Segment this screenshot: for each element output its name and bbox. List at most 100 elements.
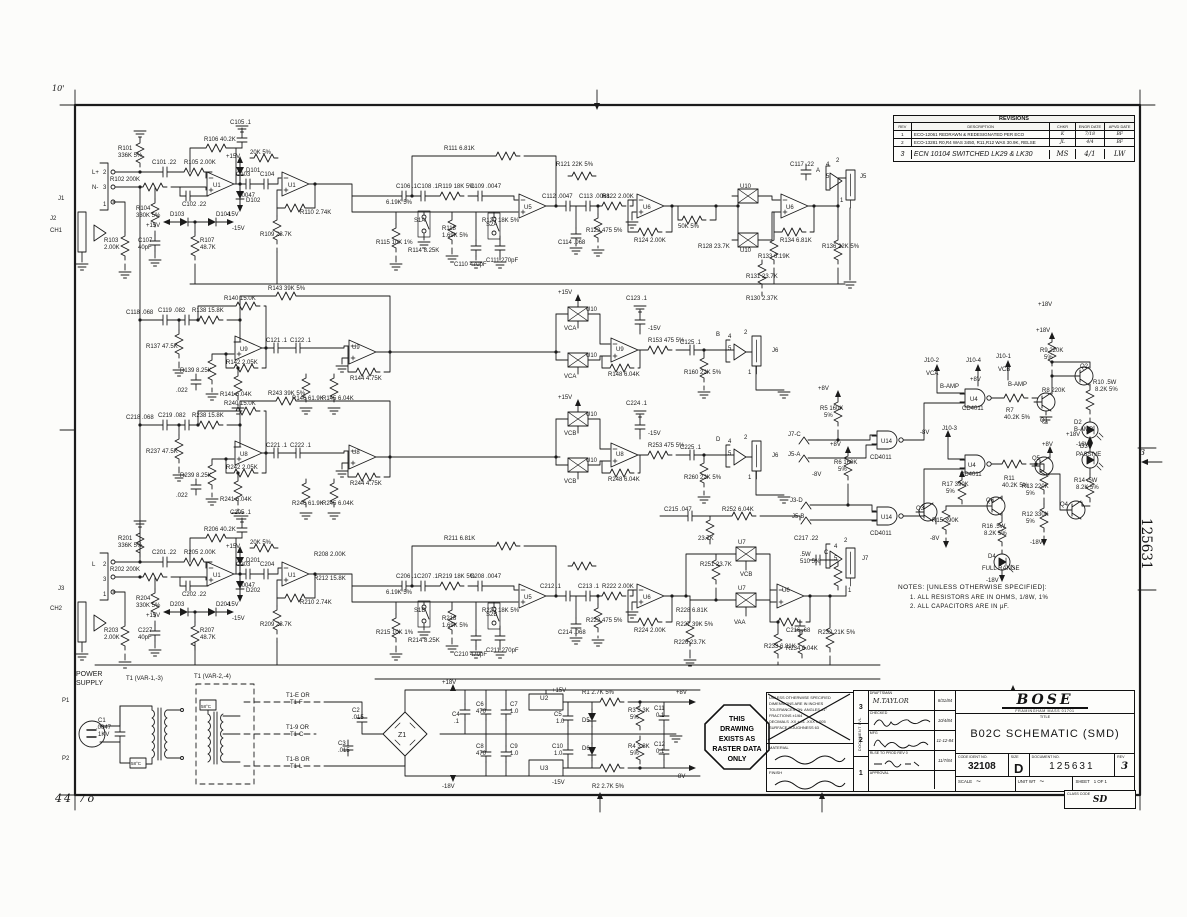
sig-date: 11/7/84 [934,751,955,770]
schematic-label: J10-4 [966,358,982,364]
schematic-label: +15V [558,395,572,401]
sheet-value: 1 OF 1 [1093,779,1107,785]
schematic-label: R146 61.9K [292,396,324,402]
schematic-label: R103 [104,238,119,244]
col-apvd: APVD DATE [1108,124,1131,129]
svg-text:ONLY: ONLY [728,756,747,763]
schematic-label: 5% [630,715,639,721]
doclvl-label: DOCUMENT LVL [858,717,862,751]
col-chk: CHKR [1050,123,1076,130]
rev-chk: MS [1050,149,1076,159]
doclvl-2: 2 [854,724,868,757]
doclvl-1: 1 [858,769,863,777]
schematic-label: C224 .1 [626,401,648,407]
schematic-label: S1A [414,218,425,224]
schematic-label: 40.2K 5% [1002,483,1029,489]
schematic-label: C119 .082 [158,308,186,314]
schematic-label: -15V [226,602,239,608]
schematic-label: C7 [510,702,518,708]
schematic-label: CH1 [50,228,63,234]
schematic-label: Q2 [1080,364,1089,370]
schematic-label: D202 [246,588,261,594]
svg-text:THIS: THIS [729,716,745,723]
sig-draftsman: DRAFTSMAN M.TAYLOR 8/31/84 [868,691,955,711]
schematic-label: 8.2K 5% [984,531,1007,537]
schematic-label: R160 22K 5% [684,370,722,376]
schematic-label: R242 2.05K [226,465,258,471]
schematic-label: -8V [676,774,685,780]
schematic-label: D104 [216,212,231,218]
schematic-label: -15V [226,212,239,218]
schematic-label: VAA [734,620,746,626]
doclvl-3: 3 [854,691,868,724]
schematic-label: -15V [552,780,565,786]
schematic-label: 1.69K 5% [442,623,469,629]
schematic-label: VCB [564,431,576,437]
schematic-label: R214 8.25K [408,638,440,644]
schematic-label: +15V [146,223,160,229]
schematic-label: R251 23.7K [700,562,732,568]
schematic-label: 5 [826,174,830,180]
schematic-label: R115 10K 1% [376,240,413,246]
rev-date2: BF [1116,140,1123,145]
col-engr: ENGR DATE [1076,123,1106,130]
schematic-label: J2 [50,216,57,222]
schematic-label: D [716,437,721,443]
schematic-label: C101 .22 [152,160,177,166]
title-main: BOSE FRAMINGHAM MASS 01701 TITLE B02C SC… [956,691,1134,791]
schematic-label: 5% [1044,355,1053,361]
schematic-label: U10 [740,248,752,254]
rev-no: 3 [894,149,912,159]
schematic-label: .015 [352,715,364,721]
schematic-label: 510 5% [800,559,821,565]
schematic-label: D4 [988,554,996,560]
schematic-label: R210 2.74K [300,600,332,606]
schematic-label: C2 [352,708,360,714]
title-label: TITLE [1039,715,1051,719]
schematic-label: J10-3 [942,426,958,432]
svg-text:RASTER DATA: RASTER DATA [712,746,761,753]
schematic-label: R137 47.5K [146,344,178,350]
schematic-label: R109 23.7K [260,232,292,238]
schematic-label: .022 [176,493,188,499]
side-doc-text: 125631 [1138,518,1154,570]
schematic-label: R11 [1004,476,1015,482]
schematic-label: C210 470pF [454,652,487,658]
logo-row: BOSE FRAMINGHAM MASS 01701 [956,691,1134,714]
class-code-box: CLASS CODE SD [1064,790,1136,809]
finish-label: FINISH [769,770,783,775]
schematic-label: R4 3.3K [628,744,650,750]
schematic-label: R119 18K 5% [438,184,475,190]
schematic-label: -8V [930,536,939,542]
schematic-label: U10 [586,412,598,418]
schematic-label: D101 [246,168,261,174]
schematic-label: R143 39K 5% [268,286,306,292]
scale-row: SCALE ~ UNIT WT ~ SHEET 1 OF 1 [956,777,1134,791]
schematic-label: S2A [486,222,497,228]
schematic-label: R2 2.7K 5% [592,784,625,790]
sig-date [934,771,955,789]
schematic-label: R122 2.00K [602,194,634,200]
sheet-cell: SHEET 1 OF 1 [1073,777,1134,791]
drawing-title: B02C SCHEMATIC (SMD) [970,728,1120,740]
schematic-label: U1 [213,573,221,579]
schematic-label: R123 475 5% [586,228,623,234]
schematic-label: J10-1 [996,354,1012,360]
schematic-label: R120 18K 5% [482,218,520,224]
tol-line: TOLERANCES ON: ANGLES ±1° [769,707,827,713]
schematic-label: 48.7K [200,245,216,251]
schematic-label: C110 470pF [454,262,487,268]
schematic-label: 5% [946,489,955,495]
doc-label: DOCUMENT NO. [1031,755,1060,760]
schematic-label: R144 4.75K [350,376,382,382]
schematic-label: +15V [558,290,572,296]
schematic-label: VCB [740,572,752,578]
sig-date: 11-12-84 [934,731,955,750]
schematic-label: 1.69K 5% [442,233,469,239]
schematic-label: R128 23.7K [698,244,730,250]
schematic-label: R239 8.25K [180,473,212,479]
schematic-label: R260 22K 5% [684,475,722,481]
schematic-label: C105 .1 [230,120,252,126]
schematic-label: R203 [104,628,119,634]
schematic-label: R218 [442,616,457,622]
